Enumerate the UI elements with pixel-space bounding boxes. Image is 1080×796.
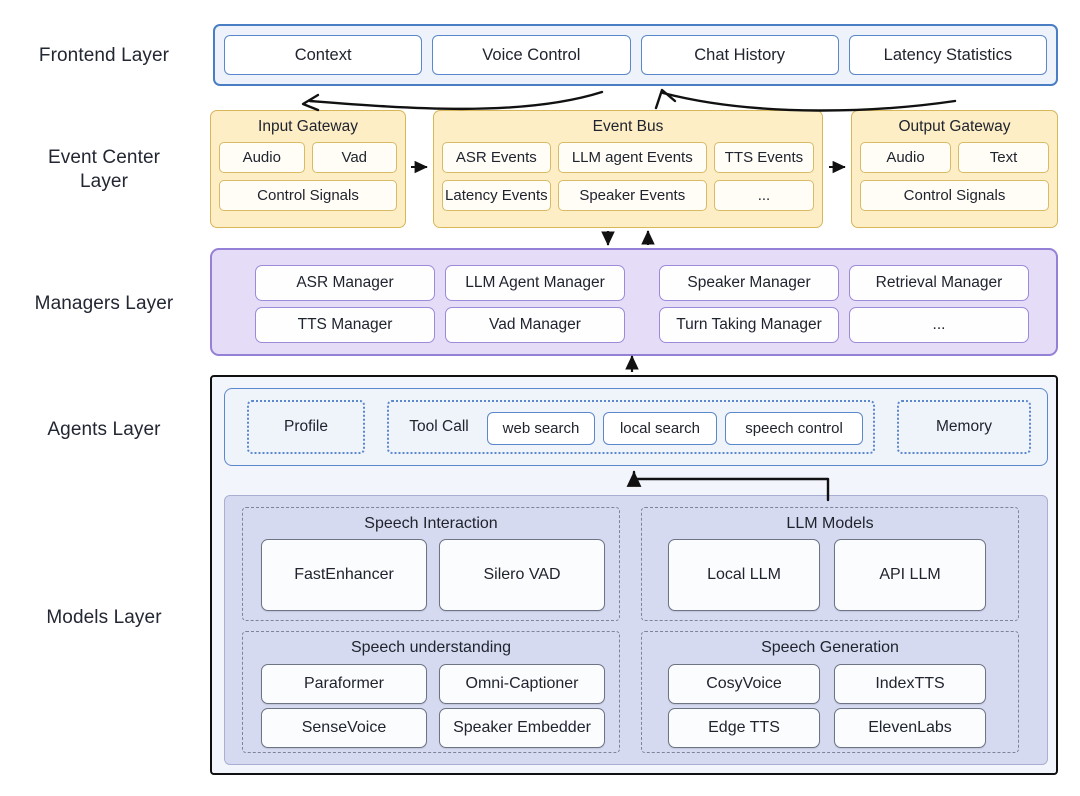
event-bus-chip-latency-events[interactable]: Latency Events [442,180,551,211]
event-bus-panel: Event Bus ASR Events LLM agent Events TT… [433,110,823,228]
output-gateway-row-2: Control Signals [860,180,1049,211]
manager-chip-tts-manager[interactable]: TTS Manager [255,307,435,343]
model-chip-speaker-embedder[interactable]: Speaker Embedder [439,708,605,748]
output-gateway-chip-audio[interactable]: Audio [860,142,951,173]
agents-tool-chip-speech-control[interactable]: speech control [725,412,863,445]
layer-caption-event-center: Event Center Layer [47,147,161,193]
models-panel: Speech Interaction FastEnhancer Silero V… [224,495,1048,765]
event-bus-row-1: ASR Events LLM agent Events TTS Events [442,142,815,173]
input-gateway-chip-vad[interactable]: Vad [311,142,397,173]
input-gateway-title: Input Gateway [258,118,358,135]
agents-profile-label: Profile [284,418,328,435]
event-bus-chip-tts-events[interactable]: TTS Events [713,142,815,173]
models-group-title-llm-models: LLM Models [786,515,874,532]
model-chip-cosyvoice[interactable]: CosyVoice [668,664,820,704]
frontend-item-voice-control[interactable]: Voice Control [432,35,631,75]
output-gateway-chip-control-signals[interactable]: Control Signals [860,180,1049,211]
manager-chip-retrieval-manager[interactable]: Retrieval Manager [849,265,1029,301]
output-gateway-row-1: Audio Text [860,142,1049,173]
event-bus-chip-llm-agent-events[interactable]: LLM agent Events [557,142,707,173]
output-gateway-panel: Output Gateway Audio Text Control Signal… [851,110,1058,228]
input-gateway-panel: Input Gateway Audio Vad Control Signals [210,110,406,228]
model-chip-local-llm[interactable]: Local LLM [668,539,820,611]
model-chip-api-llm[interactable]: API LLM [834,539,986,611]
models-group-title-speech-generation: Speech Generation [761,639,899,656]
manager-chip-llm-agent-manager[interactable]: LLM Agent Manager [445,265,625,301]
managers-layer-panel: ASR Manager LLM Agent Manager TTS Manage… [210,248,1058,356]
model-chip-omni-captioner[interactable]: Omni-Captioner [439,664,605,704]
manager-chip-turn-taking-manager[interactable]: Turn Taking Manager [659,307,839,343]
layer-caption-frontend: Frontend Layer [38,45,170,66]
models-group-speech-interaction: Speech Interaction FastEnhancer Silero V… [242,507,620,621]
layer-caption-agents: Agents Layer [47,419,161,440]
models-group-title-speech-understanding: Speech understanding [350,639,512,656]
arrow-head-frontend [654,88,677,110]
input-gateway-chip-control-signals[interactable]: Control Signals [219,180,397,211]
managers-grid: ASR Manager LLM Agent Manager TTS Manage… [223,261,1045,343]
input-gateway-row-2: Control Signals [219,180,397,211]
agents-tool-chip-web-search[interactable]: web search [487,412,595,445]
model-chip-paraformer[interactable]: Paraformer [261,664,427,704]
model-chip-fastenhancer[interactable]: FastEnhancer [261,539,427,611]
event-bus-title: Event Bus [592,118,664,135]
event-bus-chip-speaker-events[interactable]: Speaker Events [557,180,707,211]
agents-tool-call-box[interactable] [387,400,875,454]
agents-panel: Profile Tool Call web search local searc… [224,388,1048,466]
model-chip-silero-vad[interactable]: Silero VAD [439,539,605,611]
frontend-item-chat-history[interactable]: Chat History [640,35,839,75]
arrow-output-gateway-to-frontend [661,91,957,112]
model-chip-indextts[interactable]: IndexTTS [834,664,986,704]
event-bus-chip-asr-events[interactable]: ASR Events [442,142,551,173]
models-group-speech-understanding: Speech understanding Paraformer Omni-Cap… [242,631,620,753]
event-bus-row-2: Latency Events Speaker Events ... [442,180,815,211]
frontend-item-latency-statistics[interactable]: Latency Statistics [848,35,1047,75]
models-group-speech-generation: Speech Generation CosyVoice IndexTTS Edg… [641,631,1019,753]
event-bus-chip-more[interactable]: ... [713,180,815,211]
output-gateway-title: Output Gateway [898,118,1011,135]
frontend-item-context[interactable]: Context [224,35,423,75]
model-chip-edge-tts[interactable]: Edge TTS [668,708,820,748]
model-chip-sensevoice[interactable]: SenseVoice [261,708,427,748]
manager-chip-vad-manager[interactable]: Vad Manager [445,307,625,343]
frontend-layer-panel: Context Voice Control Chat History Laten… [213,24,1058,86]
agents-tool-call-label: Tool Call [409,418,469,435]
agents-tool-chip-local-search[interactable]: local search [603,412,717,445]
agents-models-outer-box: Profile Tool Call web search local searc… [210,375,1058,775]
agents-memory-box[interactable] [897,400,1031,454]
arrow-head-input-gateway [301,93,320,112]
models-group-title-speech-interaction: Speech Interaction [364,515,498,532]
manager-chip-speaker-manager[interactable]: Speaker Manager [659,265,839,301]
agents-memory-label: Memory [936,418,992,435]
output-gateway-chip-text[interactable]: Text [958,142,1049,173]
input-gateway-row-1: Audio Vad [219,142,397,173]
arrow-frontend-to-input-gateway [308,90,604,111]
manager-chip-more[interactable]: ... [849,307,1029,343]
manager-chip-asr-manager[interactable]: ASR Manager [255,265,435,301]
models-group-llm-models: LLM Models Local LLM API LLM [641,507,1019,621]
input-gateway-chip-audio[interactable]: Audio [219,142,305,173]
layer-caption-managers: Managers Layer [34,293,174,314]
agents-profile-box[interactable] [247,400,365,454]
model-chip-elevenlabs[interactable]: ElevenLabs [834,708,986,748]
layer-caption-models: Models Layer [46,607,162,628]
